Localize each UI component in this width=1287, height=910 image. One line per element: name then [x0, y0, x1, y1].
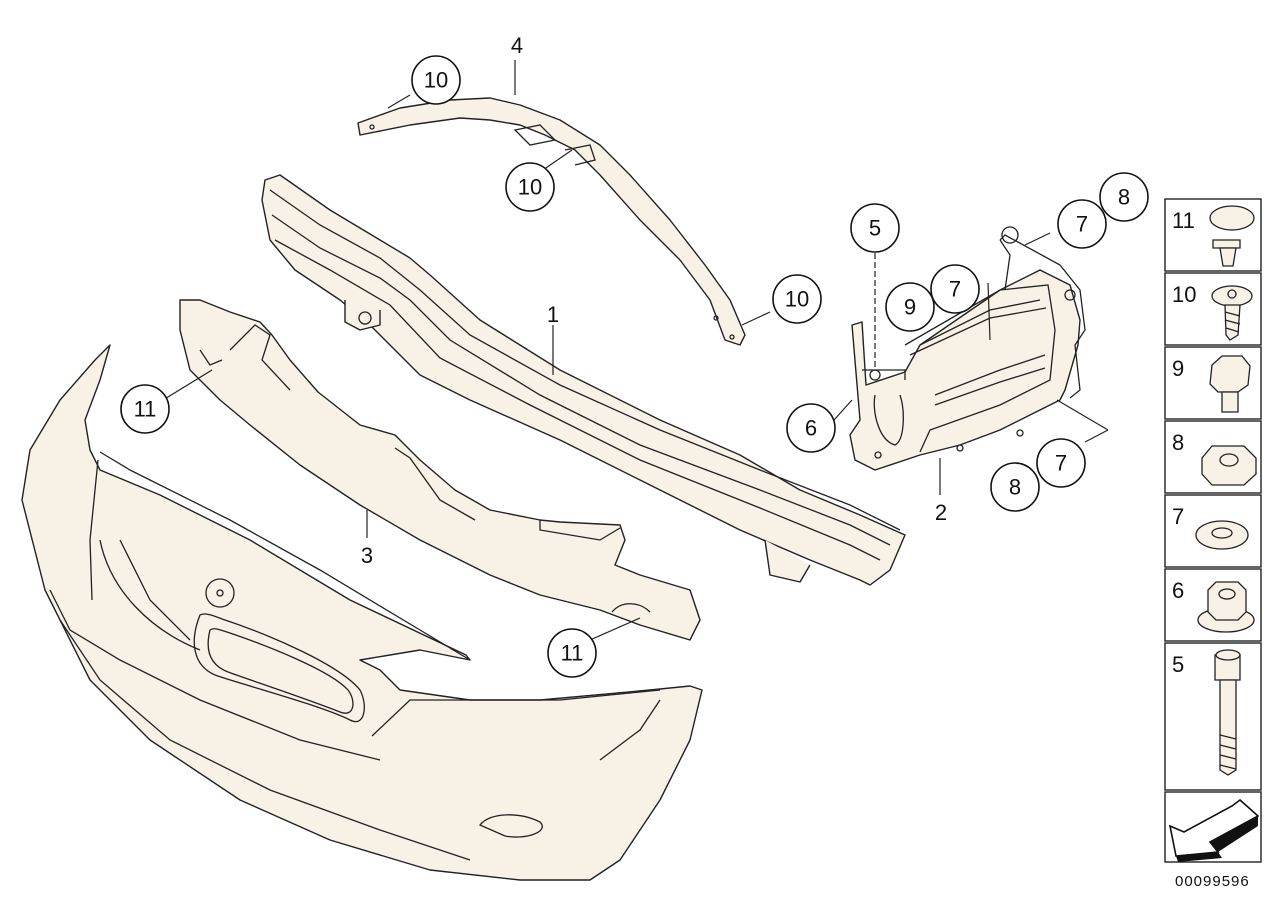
legend-row-arrow[interactable] — [1164, 791, 1262, 863]
legend-row-10[interactable]: 10 — [1164, 272, 1262, 346]
legend-row-6[interactable]: 6 — [1164, 568, 1262, 642]
svg-text:8: 8 — [1118, 185, 1130, 210]
clip-rivet-icon — [1209, 205, 1255, 267]
diagram-reference-number: 00099596 — [1175, 873, 1250, 890]
svg-text:5: 5 — [1172, 652, 1184, 677]
callout-11-bottom[interactable]: 11 — [547, 628, 597, 678]
legend-row-11[interactable]: 11 — [1164, 198, 1262, 272]
svg-text:7: 7 — [1172, 504, 1184, 529]
svg-text:8: 8 — [1172, 430, 1184, 455]
callout-6[interactable]: 6 — [786, 403, 836, 453]
screw-icon — [1211, 285, 1253, 341]
callout-8-top-right[interactable]: 8 — [1099, 172, 1149, 222]
callout-10-top[interactable]: 10 — [411, 55, 461, 105]
svg-text:7: 7 — [949, 277, 961, 302]
svg-text:11: 11 — [1172, 208, 1195, 233]
flange-nut-icon — [1197, 581, 1255, 633]
callout-10-middle[interactable]: 10 — [505, 162, 555, 212]
svg-text:10: 10 — [518, 175, 542, 200]
callout-5[interactable]: 5 — [850, 203, 900, 253]
impact-absorber[interactable] — [179, 299, 701, 641]
label-part-2[interactable]: 2 — [935, 500, 947, 525]
support-bracket[interactable] — [357, 97, 746, 346]
hex-nut-icon — [1201, 445, 1257, 486]
socket-bolt-icon — [1214, 649, 1241, 776]
legend-row-5[interactable]: 5 — [1164, 642, 1262, 791]
label-part-1[interactable]: 1 — [547, 302, 559, 327]
label-part-4[interactable]: 4 — [511, 33, 523, 58]
callout-11-left[interactable]: 11 — [120, 384, 170, 434]
svg-text:7: 7 — [1055, 451, 1067, 476]
bumper-carrier[interactable] — [261, 174, 906, 586]
svg-text:5: 5 — [869, 216, 881, 241]
callout-7-top-right[interactable]: 7 — [1057, 199, 1107, 249]
svg-text:6: 6 — [805, 416, 817, 441]
label-part-3[interactable]: 3 — [361, 543, 373, 568]
callout-8-lower[interactable]: 8 — [990, 462, 1040, 512]
hardware-legend: 11 10 9 — [1164, 198, 1262, 863]
svg-text:11: 11 — [561, 641, 584, 666]
bumper-cover[interactable] — [21, 344, 703, 881]
svg-text:9: 9 — [904, 295, 916, 320]
legend-row-9[interactable]: 9 — [1164, 346, 1262, 420]
svg-text:11: 11 — [134, 397, 157, 422]
direction-arrow-icon — [1168, 798, 1260, 862]
legend-row-7[interactable]: 7 — [1164, 494, 1262, 568]
hex-bolt-icon — [1209, 355, 1251, 413]
legend-row-8[interactable]: 8 — [1164, 420, 1262, 494]
svg-text:6: 6 — [1172, 578, 1184, 603]
washer-icon — [1195, 520, 1249, 550]
leader-lines — [162, 60, 1109, 641]
callout-10-right[interactable]: 10 — [772, 274, 822, 324]
callout-7-upper[interactable]: 7 — [930, 264, 980, 314]
svg-text:8: 8 — [1009, 475, 1021, 500]
deformation-element[interactable] — [849, 226, 1086, 471]
svg-text:9: 9 — [1172, 356, 1184, 381]
svg-text:10: 10 — [1172, 282, 1196, 307]
svg-text:7: 7 — [1076, 212, 1088, 237]
svg-text:10: 10 — [785, 287, 809, 312]
callout-7-lower[interactable]: 7 — [1036, 438, 1086, 488]
callout-9[interactable]: 9 — [885, 282, 935, 332]
svg-text:10: 10 — [424, 68, 448, 93]
